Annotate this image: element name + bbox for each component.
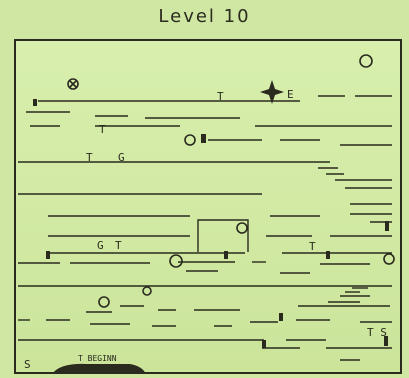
start-pad — [52, 364, 146, 374]
exit-label: E — [287, 88, 294, 101]
coin-icon — [170, 255, 182, 267]
coin-icon — [143, 287, 151, 295]
block — [326, 251, 330, 259]
wall-box — [198, 220, 248, 252]
tree-label: T — [99, 123, 106, 136]
tree-label: T — [217, 90, 224, 103]
block — [224, 251, 228, 259]
block — [262, 340, 266, 348]
spawn-label: S — [24, 358, 31, 371]
block — [201, 134, 206, 143]
coin-icon — [185, 135, 195, 145]
begin-label: T BEGINN — [78, 354, 117, 363]
coin-icon — [360, 55, 372, 67]
block — [33, 99, 37, 106]
tree-label: T — [115, 239, 122, 252]
gold-label: G — [97, 239, 104, 252]
gold-label: G — [118, 151, 125, 164]
tree-label: T — [86, 151, 93, 164]
block — [385, 221, 389, 231]
tree-label: T — [309, 240, 316, 253]
coin-icon — [237, 223, 247, 233]
coin-icon — [384, 254, 394, 264]
block — [279, 313, 283, 321]
coin-mark — [70, 81, 76, 87]
block — [46, 251, 50, 259]
coin-icon — [99, 297, 109, 307]
tree-spawn-label: T S — [367, 326, 387, 339]
